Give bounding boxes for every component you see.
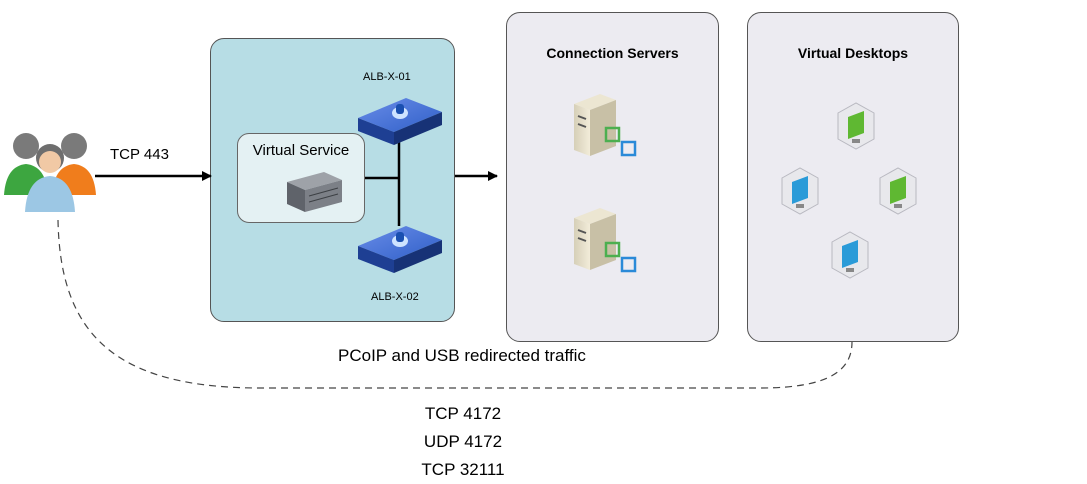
connection-server-icon-2 [574, 208, 637, 273]
virtual-desktops-title: Virtual Desktops [797, 45, 909, 61]
alb-device-bottom-icon [358, 226, 442, 273]
virtual-desktop-icon-2 [781, 167, 819, 215]
virtual-desktop-icon-1 [837, 102, 875, 150]
connection-servers-panel: Connection Servers [506, 12, 719, 342]
port-tcp-32111: TCP 32111 [421, 460, 505, 479]
alb-node-top-label: ALB-X-01 [363, 71, 411, 83]
alb-device-top-icon [358, 98, 442, 145]
alb-node-bottom-label: ALB-X-02 [371, 291, 419, 303]
connection-servers-title: Connection Servers [546, 45, 679, 61]
rack-server-icon [287, 172, 342, 212]
port-udp-4172: UDP 4172 [423, 432, 503, 451]
tcp-443-label: TCP 443 [110, 146, 169, 163]
redirect-traffic-label: PCoIP and USB redirected traffic [338, 346, 586, 365]
redirect-path [57, 219, 853, 389]
virtual-desktops-panel: Virtual Desktops [747, 12, 959, 342]
virtual-desktop-icon-4 [831, 231, 869, 279]
connection-server-icon-1 [574, 94, 637, 157]
virtual-desktop-icon-3 [879, 167, 917, 215]
port-list: TCP 4172 UDP 4172 TCP 32111 [378, 400, 548, 484]
virtual-service-label: Virtual Service [252, 142, 350, 159]
users-icon [4, 133, 96, 212]
port-tcp-4172: TCP 4172 [424, 404, 502, 423]
